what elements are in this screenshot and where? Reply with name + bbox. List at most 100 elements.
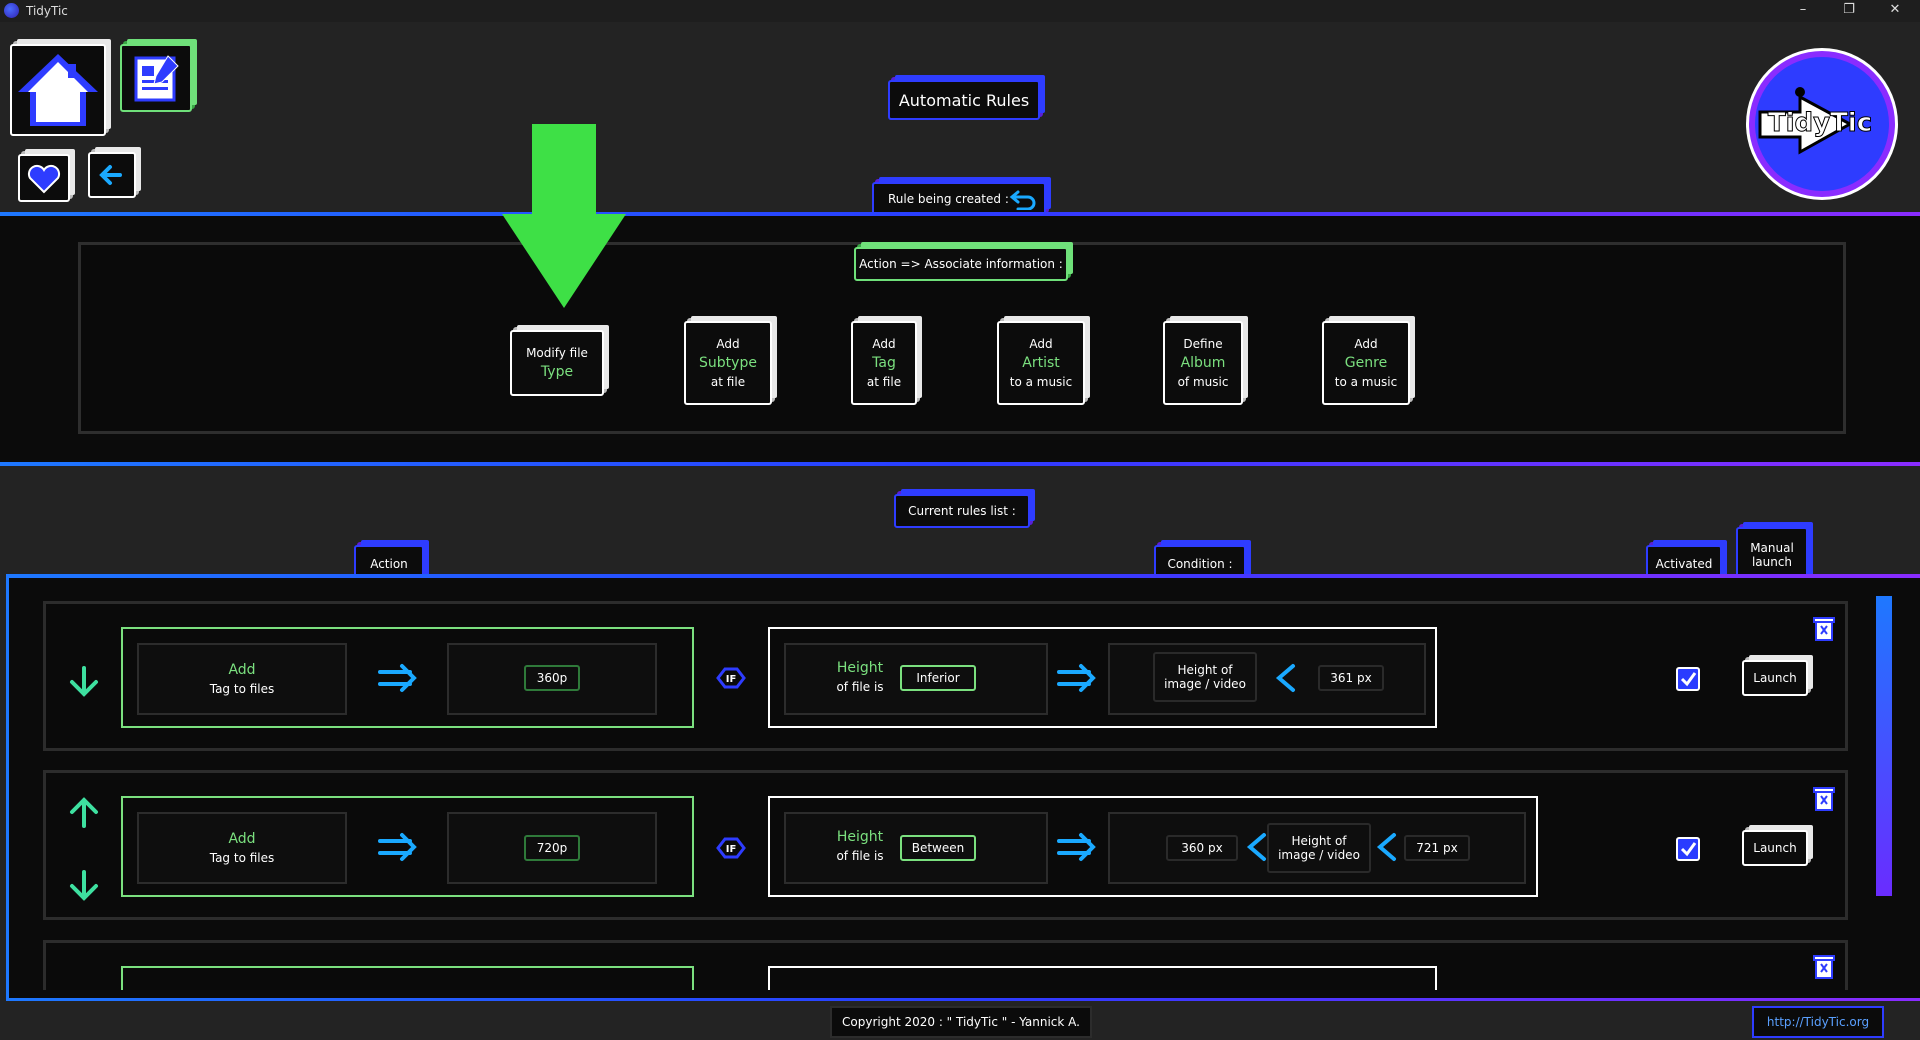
manual-launch-column-header: Manual launch (1736, 527, 1808, 583)
trash-icon[interactable] (1812, 784, 1836, 812)
define-album-button[interactable]: Define Album of music (1163, 321, 1243, 405)
associate-information-label-box: Action => Associate information : (854, 247, 1068, 281)
rule-being-created-tab: Rule being created : (872, 182, 1046, 216)
activated-column-label: Activated (1655, 557, 1713, 571)
window-title: TidyTic (26, 4, 68, 18)
launch-button[interactable]: Launch (1742, 830, 1808, 866)
action-line1: Define (1183, 337, 1223, 351)
launch-label: Launch (1753, 671, 1797, 685)
manual-launch-label-line1: Manual (1750, 541, 1794, 555)
rule-target-line1: Height of (1291, 834, 1347, 848)
check-icon (1680, 672, 1697, 687)
action-line2: Type (540, 364, 574, 380)
add-artist-button[interactable]: Add Artist to a music (997, 321, 1085, 405)
svg-text:IF: IF (726, 844, 737, 855)
action-line2: Artist (1022, 355, 1060, 371)
rule-action-group (121, 627, 694, 728)
rule-condition-label: Height of file is (820, 829, 900, 863)
rule-target-line1: Height of (1177, 663, 1233, 677)
rule-activated-checkbox[interactable] (1676, 837, 1700, 861)
rule-being-created-label: Rule being created : (888, 192, 1009, 206)
rules-list-scrollbar[interactable] (1876, 596, 1892, 896)
rule-condition-label: Height of file is (820, 660, 900, 694)
app-icon (4, 3, 19, 18)
heart-icon (27, 164, 61, 194)
minimize-button[interactable]: – (1799, 2, 1807, 17)
tidytic-logo: TidyTic (1740, 42, 1900, 202)
action-line2: Tag (872, 355, 896, 371)
title-bar: TidyTic – ❐ ✕ (0, 0, 1920, 22)
rule-row (43, 940, 1848, 990)
action-line1: Add (716, 337, 740, 351)
add-subtype-button[interactable]: Add Subtype at file (684, 321, 772, 405)
modify-file-type-button[interactable]: Modify file Type (510, 330, 604, 396)
move-up-icon[interactable] (64, 792, 104, 832)
rule-action-line2: Tag to files (209, 682, 275, 696)
favorites-button[interactable] (18, 154, 70, 202)
rule-action-group (121, 796, 694, 897)
add-tag-button[interactable]: Add Tag at file (851, 321, 917, 405)
action-line3: of music (1177, 375, 1229, 389)
move-down-icon[interactable] (64, 662, 104, 702)
rule-target: Height of image / video (1267, 823, 1371, 873)
rule-target-line2: image / video (1164, 677, 1246, 691)
copyright-text: Copyright 2020 : " TidyTic " - Yannick A… (830, 1006, 1092, 1038)
action-line1: Modify file (526, 346, 588, 360)
double-arrow-right-icon (1057, 833, 1096, 861)
rule-condition-box (784, 812, 1048, 884)
action-line3: to a music (1334, 375, 1398, 389)
rule-condition-group (768, 796, 1538, 897)
action-line2: Subtype (699, 355, 757, 371)
rule-activated-checkbox[interactable] (1676, 667, 1700, 691)
action-line3: at file (866, 375, 902, 389)
home-button[interactable] (10, 44, 106, 136)
action-line2: Album (1180, 355, 1226, 371)
website-link[interactable]: http://TidyTic.org (1752, 1006, 1884, 1038)
home-icon (18, 54, 98, 126)
rule-action-line1: Add (228, 662, 256, 678)
maximize-button[interactable]: ❐ (1843, 2, 1855, 17)
rule-target: Height of image / video (1153, 652, 1257, 702)
rule-condition-line2: of file is (836, 849, 884, 863)
back-button[interactable] (88, 152, 136, 198)
rule-operator-select[interactable]: Between (900, 835, 976, 861)
current-rules-list-label-box: Current rules list : (894, 494, 1030, 528)
rule-condition-group (768, 627, 1437, 728)
trash-icon[interactable] (1812, 952, 1836, 980)
action-line1: Add (1029, 337, 1053, 351)
rule-action-box: Add Tag to files (137, 812, 347, 884)
action-line2: Genre (1344, 355, 1388, 371)
logo-graphic (1746, 48, 1898, 200)
action-line3: at file (710, 375, 746, 389)
current-rules-list-label: Current rules list : (908, 504, 1016, 518)
rule-low-bound: 360 px (1166, 835, 1238, 861)
rule-bound: 721 px (1404, 835, 1470, 861)
rule-operator-select[interactable]: Inferior (900, 665, 976, 691)
rule-value: 360p (524, 665, 580, 691)
if-icon: IF (716, 667, 746, 689)
double-arrow-right-icon (1057, 664, 1096, 692)
arrow-left-icon (99, 165, 122, 185)
associate-information-label: Action => Associate information : (859, 257, 1063, 271)
move-down-icon[interactable] (64, 866, 104, 906)
page-title: Automatic Rules (898, 90, 1030, 110)
rule-condition-line1: Height (836, 829, 884, 845)
rule-action-line1: Add (228, 831, 256, 847)
less-than-icon (1246, 833, 1266, 861)
rule-action-group (121, 966, 694, 990)
check-icon (1680, 842, 1697, 857)
launch-button[interactable]: Launch (1742, 660, 1808, 696)
add-genre-button[interactable]: Add Genre to a music (1322, 321, 1410, 405)
double-arrow-right-icon (378, 664, 417, 692)
undo-icon[interactable] (1008, 188, 1038, 210)
less-than-icon (1275, 664, 1295, 692)
if-icon: IF (716, 837, 746, 859)
rule-bound: 361 px (1318, 665, 1384, 691)
rule-condition-line2: of file is (836, 680, 884, 694)
arrow-down-indicator-icon (502, 124, 626, 308)
rule-target-line2: image / video (1278, 848, 1360, 862)
edit-rules-button[interactable] (120, 44, 192, 112)
trash-icon[interactable] (1812, 614, 1836, 642)
close-button[interactable]: ✕ (1889, 2, 1901, 17)
page-title-box: Automatic Rules (888, 80, 1040, 120)
